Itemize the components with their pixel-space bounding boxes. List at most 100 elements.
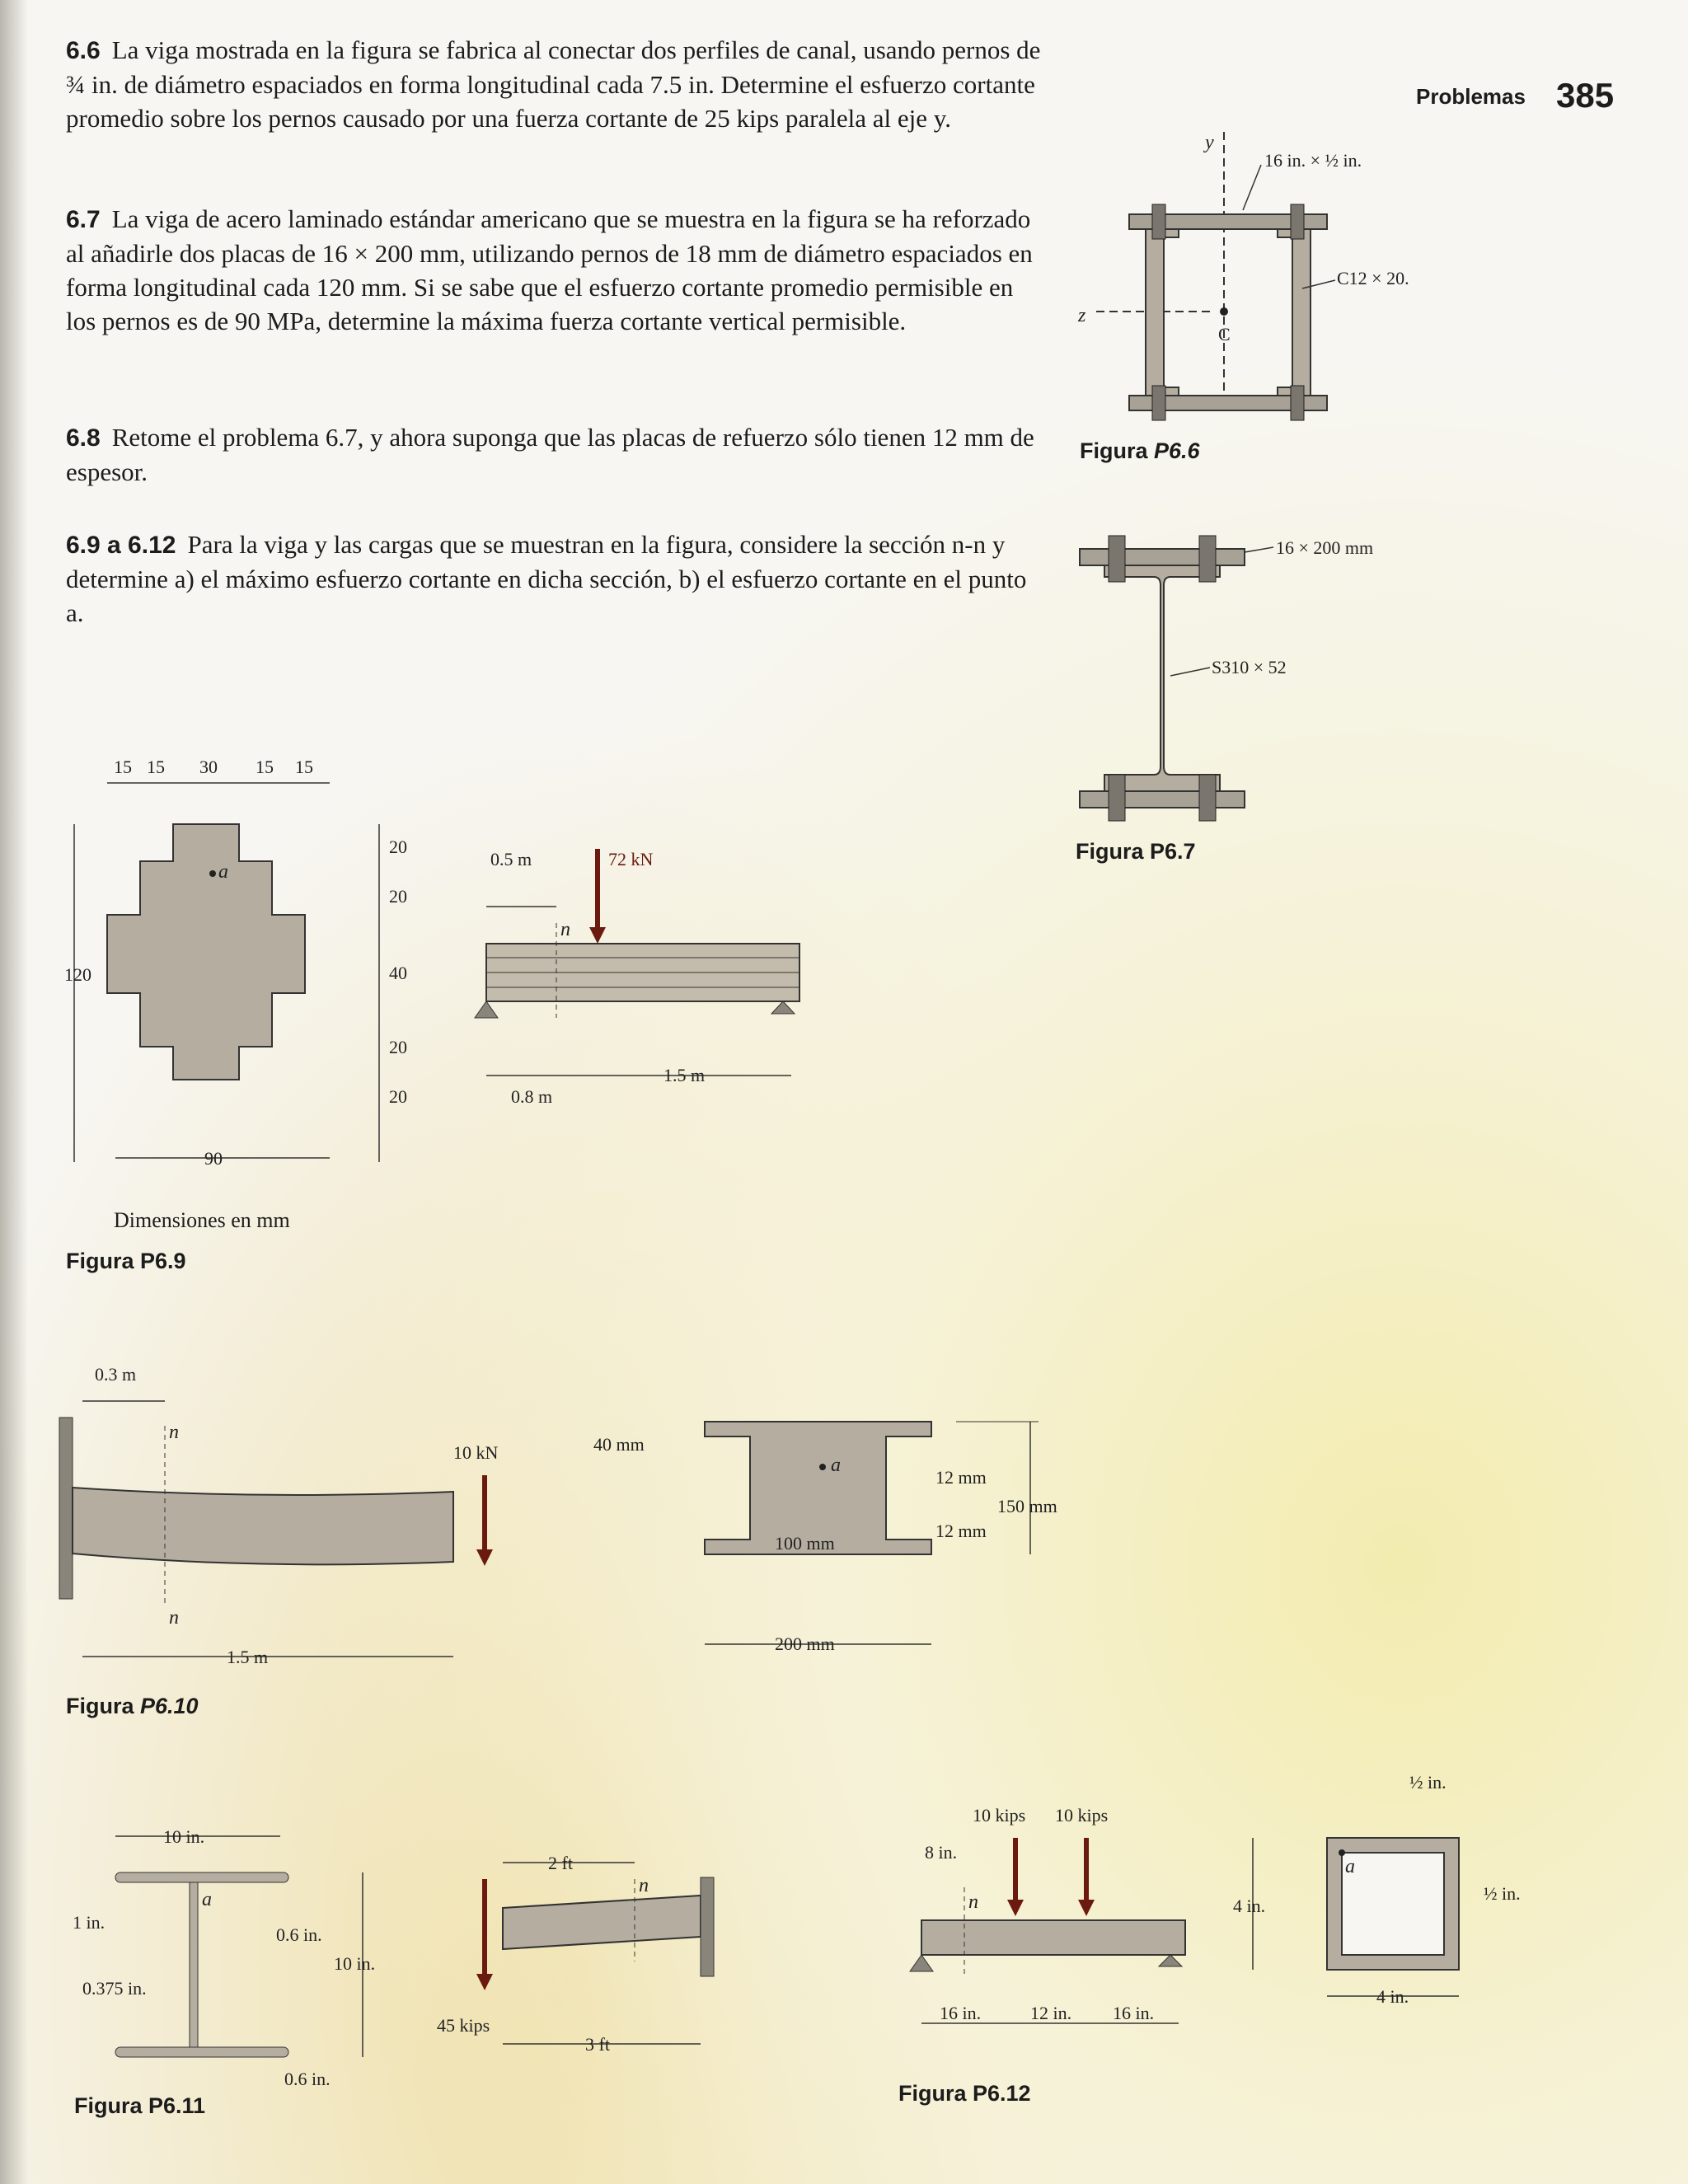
figure-p6-9-cross-section: 15 15 30 15 15 a 120 20 20 40 20 20 90 xyxy=(64,757,407,1169)
web xyxy=(189,1882,199,2048)
bolt xyxy=(1151,385,1166,421)
load2-arrowhead xyxy=(1078,1900,1095,1916)
bolt xyxy=(1108,535,1126,583)
span1-label: 16 in. xyxy=(940,2003,981,2023)
problem-number: 6.7 xyxy=(66,206,101,233)
top-plate xyxy=(1128,213,1328,230)
point-a-label: a xyxy=(218,861,228,883)
bolt xyxy=(1151,204,1166,240)
width-label: 200 mm xyxy=(775,1633,835,1654)
figure-p6-10-cross-section: 40 mm a 100 mm 12 mm 150 mm 12 mm 200 mm xyxy=(593,1421,1057,1654)
top-plate xyxy=(1079,548,1245,566)
point-a-label: a xyxy=(1345,1856,1355,1877)
figure-p6-12-beam: 10 kips 10 kips 8 in. n 16 in. 12 in. 16… xyxy=(909,1805,1186,2024)
load2-label: 10 kips xyxy=(1055,1805,1108,1825)
section-label: n xyxy=(639,1875,649,1896)
load-arrowhead xyxy=(476,1549,493,1566)
figure-p6-10-beam: 0.3 m n n 10 kN 1.5 m xyxy=(59,1364,499,1667)
figure-p6-12-caption: Figura P6.12 xyxy=(898,2081,1031,2106)
leader-line xyxy=(1170,667,1211,677)
load1-label: 10 kips xyxy=(973,1805,1025,1825)
figure-p6-7-caption: Figura P6.7 xyxy=(1076,839,1196,864)
page-edge-shadow xyxy=(0,0,28,2184)
leader-line xyxy=(1244,546,1274,553)
wall-side-label: ½ in. xyxy=(1484,1883,1521,1904)
pin-support xyxy=(909,1954,934,1972)
s-beam xyxy=(1104,565,1221,792)
bolt xyxy=(1198,535,1217,583)
plate-label: 16 × 200 mm xyxy=(1276,537,1373,558)
dist-top-label: 0.5 m xyxy=(490,849,532,869)
problem-text: Para la viga y las cargas que se muestra… xyxy=(66,530,1027,627)
load1-arrowhead xyxy=(1007,1900,1024,1916)
tube-width-label: 4 in. xyxy=(1376,1986,1409,2007)
z-axis-label: z xyxy=(1077,305,1086,326)
dim-label: 20 xyxy=(389,837,407,857)
section-label-top: n xyxy=(169,1422,179,1443)
wall-top-label: ½ in. xyxy=(1409,1772,1447,1793)
web-thickness-label: 0.375 in. xyxy=(82,1978,147,1999)
point-a-label: a xyxy=(202,1889,212,1910)
wall-support xyxy=(700,1877,715,1977)
figure-p6-11-beam: 2 ft n 45 kips 3 ft xyxy=(437,1853,715,2055)
leader-line xyxy=(1242,164,1262,211)
web-height-label: 100 mm xyxy=(775,1533,835,1554)
top-thickness-label: 1 in. xyxy=(73,1912,105,1933)
length-label: 1.5 m xyxy=(227,1647,268,1667)
top-flange xyxy=(115,1872,289,1883)
dim-label: 20 xyxy=(389,1037,407,1057)
problem-number: 6.8 xyxy=(66,424,101,452)
bolt xyxy=(1108,774,1126,822)
height-label: 120 xyxy=(64,964,91,985)
figure-p6-9-caption: Figura P6.9 xyxy=(66,1249,186,1273)
leader-line xyxy=(1301,279,1336,289)
roller-support xyxy=(770,1001,796,1015)
units-note: Dimensiones en mm xyxy=(114,1208,290,1232)
dim-label: 15 xyxy=(114,757,132,777)
dim-label: 15 xyxy=(295,757,313,777)
dim-label: 30 xyxy=(199,757,218,777)
point-a xyxy=(1339,1849,1345,1856)
dist-right-label: 1.5 m xyxy=(663,1065,705,1085)
point-a-label: a xyxy=(831,1455,841,1476)
beam-label: S310 × 52 xyxy=(1212,657,1287,677)
cantilever-beam xyxy=(72,1486,454,1566)
bottom-flange xyxy=(115,2046,289,2058)
tube-inner xyxy=(1341,1852,1445,1956)
figure-p6-11-caption: Figura P6.11 xyxy=(74,2093,206,2118)
depth-label: 10 in. xyxy=(334,1953,375,1974)
figure-p6-6-diagram: y z C 16 in. × ½ in. C12 × 20.7 xyxy=(1077,132,1409,421)
dist-label: 0.3 m xyxy=(95,1364,136,1385)
bottom-plate xyxy=(1079,790,1245,808)
problem-number: 6.9 a 6.12 xyxy=(66,532,176,559)
bolt xyxy=(1198,774,1217,822)
dim-label: 20 xyxy=(389,886,407,907)
point-a xyxy=(819,1464,826,1470)
flange-t1-label: 0.6 in. xyxy=(276,1924,322,1945)
beam xyxy=(502,1894,701,1951)
right-channel xyxy=(1277,228,1311,396)
dist-left-label: 0.8 m xyxy=(511,1086,552,1107)
problem-text: Retome el problema 6.7, y ahora suponga … xyxy=(66,423,1034,486)
section-label: n xyxy=(560,919,570,940)
flange-thickness-label: 40 mm xyxy=(593,1434,645,1455)
flange-t2-label: 0.6 in. xyxy=(284,2069,331,2085)
section-label: n xyxy=(968,1891,978,1913)
dist-n-label: 8 in. xyxy=(925,1842,957,1863)
problem-text: La viga de acero laminado estándar ameri… xyxy=(66,204,1033,335)
bolt xyxy=(1290,204,1305,240)
section-label-bottom: n xyxy=(169,1607,179,1629)
load-arrowhead xyxy=(589,927,606,944)
load-label: 72 kN xyxy=(608,849,654,869)
figure-p6-10-caption: Figura P6.10 xyxy=(66,1694,199,1718)
dim-label: 15 xyxy=(256,757,274,777)
dist1-label: 2 ft xyxy=(548,1853,573,1873)
tube-height-label: 4 in. xyxy=(1233,1896,1265,1916)
figure-p6-6-caption: Figura P6.6 xyxy=(1080,438,1200,463)
flange-width-label: 10 in. xyxy=(163,1826,204,1847)
span3-label: 16 in. xyxy=(1113,2003,1154,2023)
